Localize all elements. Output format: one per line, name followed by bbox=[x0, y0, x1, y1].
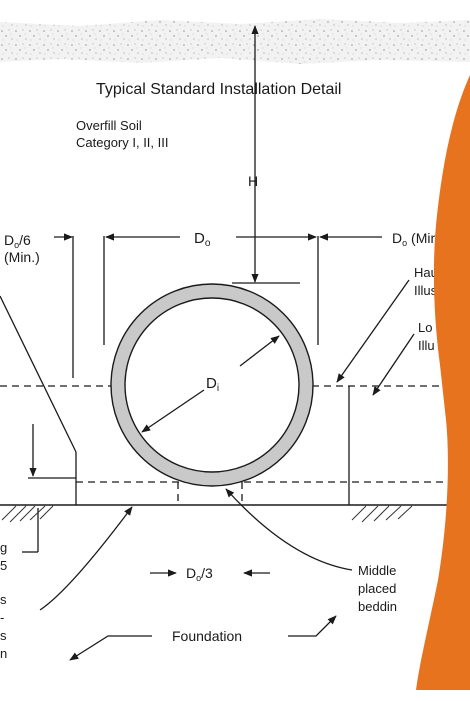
pipe-inner-wall bbox=[124, 297, 300, 473]
diagram-title: Typical Standard Installation Detail bbox=[96, 81, 341, 98]
left-leader bbox=[0, 295, 77, 453]
lower-label-line1: Lo bbox=[418, 320, 432, 335]
orange-overlay-stroke bbox=[416, 75, 470, 690]
middle-bedding-line1: Middle bbox=[358, 563, 396, 578]
middle-bedding-line3: beddin bbox=[358, 599, 397, 614]
bedding-width-label: Do/3 bbox=[186, 565, 213, 583]
ground-surface-band bbox=[0, 19, 470, 64]
outer-diameter-label: Do bbox=[194, 230, 211, 249]
left-fragment: 5 bbox=[0, 558, 7, 573]
left-bedding-leader bbox=[39, 506, 133, 611]
soil-hatching-right bbox=[351, 505, 413, 523]
lower-label-line2: Illu bbox=[418, 338, 435, 353]
haunch-label-line2: Illus bbox=[414, 283, 438, 298]
overfill-soil-label: Overfill Soil bbox=[76, 118, 142, 133]
left-fragment: s bbox=[0, 592, 7, 607]
cover-height-label: H bbox=[248, 173, 258, 189]
right-min-label: Do (Mir bbox=[392, 230, 435, 248]
middle-bedding-line2: placed bbox=[358, 581, 396, 596]
foundation-arrow-left bbox=[69, 635, 152, 661]
left-fragment: g bbox=[0, 540, 7, 555]
left-fragment: - bbox=[0, 610, 4, 625]
overfill-category-label: Category I, II, III bbox=[76, 135, 168, 150]
inner-diameter-label: Di bbox=[206, 375, 219, 394]
lower-leader bbox=[372, 333, 415, 396]
side-min-label: Do/6 bbox=[4, 232, 31, 250]
inner-diameter-arrow-b bbox=[239, 335, 280, 367]
left-fragment: n bbox=[0, 646, 7, 661]
foundation-label: Foundation bbox=[172, 628, 242, 644]
soil-hatching-left bbox=[1, 505, 54, 523]
inner-diameter-arrow-a bbox=[141, 389, 205, 433]
haunch-leader bbox=[336, 279, 410, 383]
middle-bedding-leader bbox=[225, 488, 353, 571]
side-min-note: (Min.) bbox=[4, 249, 40, 265]
foundation-arrow-right bbox=[288, 615, 337, 637]
haunch-label-line1: Hau bbox=[414, 265, 438, 280]
left-fragment: s bbox=[0, 628, 7, 643]
